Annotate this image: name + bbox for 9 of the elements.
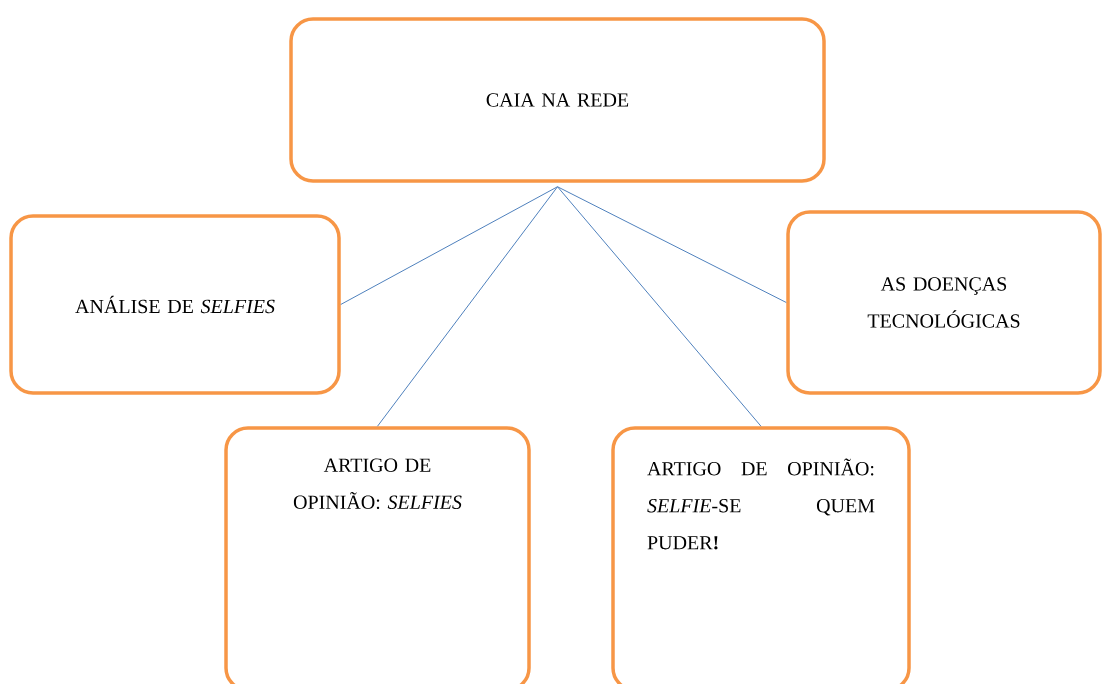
text-box: ANÁLISE DE SELFIES	[9, 214, 341, 395]
text-box: ARTIGO DE OPINIÃO: SELFIE-SE QUEM PUDER!	[611, 426, 911, 684]
text-box: ARTIGO DE OPINIÃO: SELFIES	[224, 426, 531, 684]
text-box: CAIA NA REDE	[289, 17, 826, 183]
connector-line	[557, 186, 762, 427]
text-box: AS DOENÇAS TECNOLÓGICAS	[786, 210, 1102, 395]
connector-line	[557, 186, 787, 303]
connector-line	[377, 186, 558, 427]
connector-line	[340, 186, 558, 305]
